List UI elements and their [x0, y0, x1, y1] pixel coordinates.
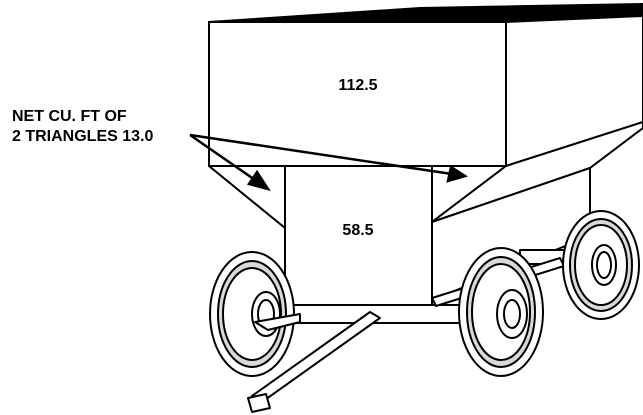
arrow-head-left: [246, 169, 271, 192]
upper-volume-label: 112.5: [338, 77, 377, 94]
triangles-label-line1: NET CU. FT OF: [12, 108, 127, 125]
front-right-wheel: [458, 247, 544, 377]
callout-arrows: [189, 133, 468, 192]
wagon-box: [208, 3, 643, 309]
tongue-left-bar: [254, 313, 301, 331]
hitch-tongue: [247, 311, 381, 413]
front-left-wheel: [209, 251, 295, 377]
lower-box-front: [284, 165, 433, 309]
upper-box-side: [505, 15, 643, 167]
arrow-line-right: [189, 133, 453, 176]
tongue-end: [247, 393, 271, 413]
rear-wheel: [562, 210, 640, 320]
arrow-head-right: [446, 164, 468, 183]
arrow-line-left: [189, 133, 259, 184]
triangles-label-line2: 2 TRIANGLES 13.0: [12, 128, 153, 145]
lower-volume-label: 58.5: [342, 222, 373, 239]
upper-box-front: [208, 21, 507, 167]
hopper-side: [431, 121, 643, 223]
